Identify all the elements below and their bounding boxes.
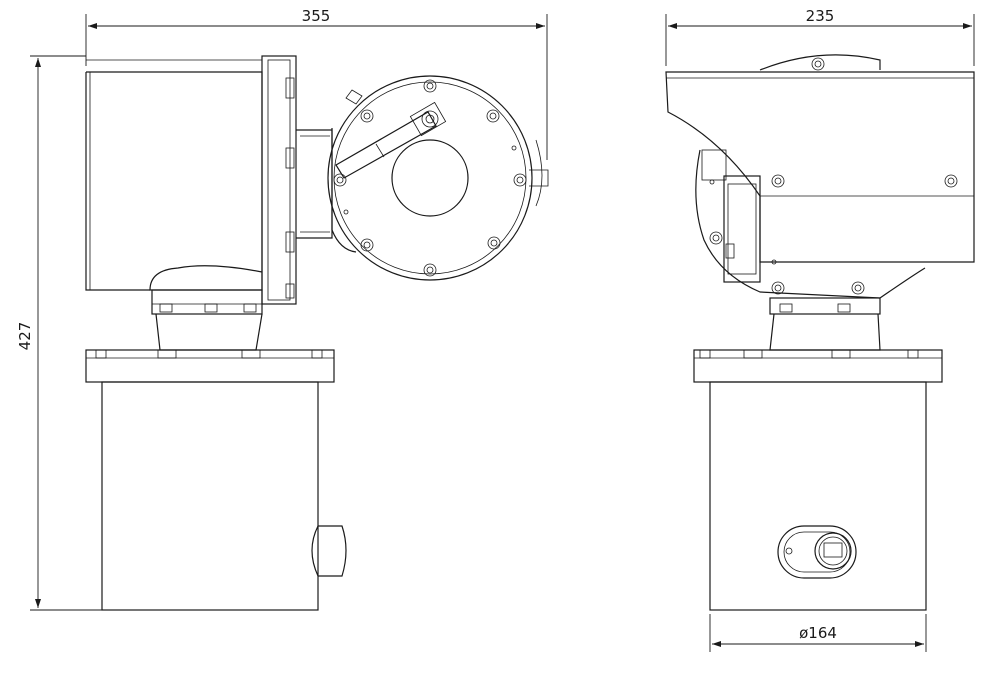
dome-body-front (695, 54, 926, 299)
dimension-label-235: 235 (806, 7, 835, 25)
dimension-diameter-base: ø164 (709, 614, 927, 652)
pan-base-front (693, 297, 943, 611)
dimension-width-left: 355 (85, 7, 548, 160)
front-view (665, 54, 975, 611)
camera-front-face (327, 75, 549, 281)
sunshade-front (665, 71, 975, 263)
dimension-label-diameter: ø164 (799, 624, 837, 642)
dimension-label-355: 355 (302, 7, 331, 25)
side-view (85, 55, 549, 611)
dimension-width-right: 235 (665, 7, 975, 66)
camera-housing-side (85, 55, 333, 305)
dimension-label-427: 427 (16, 322, 34, 351)
pan-base-side (85, 289, 347, 611)
dimension-height-left: 427 (16, 55, 102, 611)
